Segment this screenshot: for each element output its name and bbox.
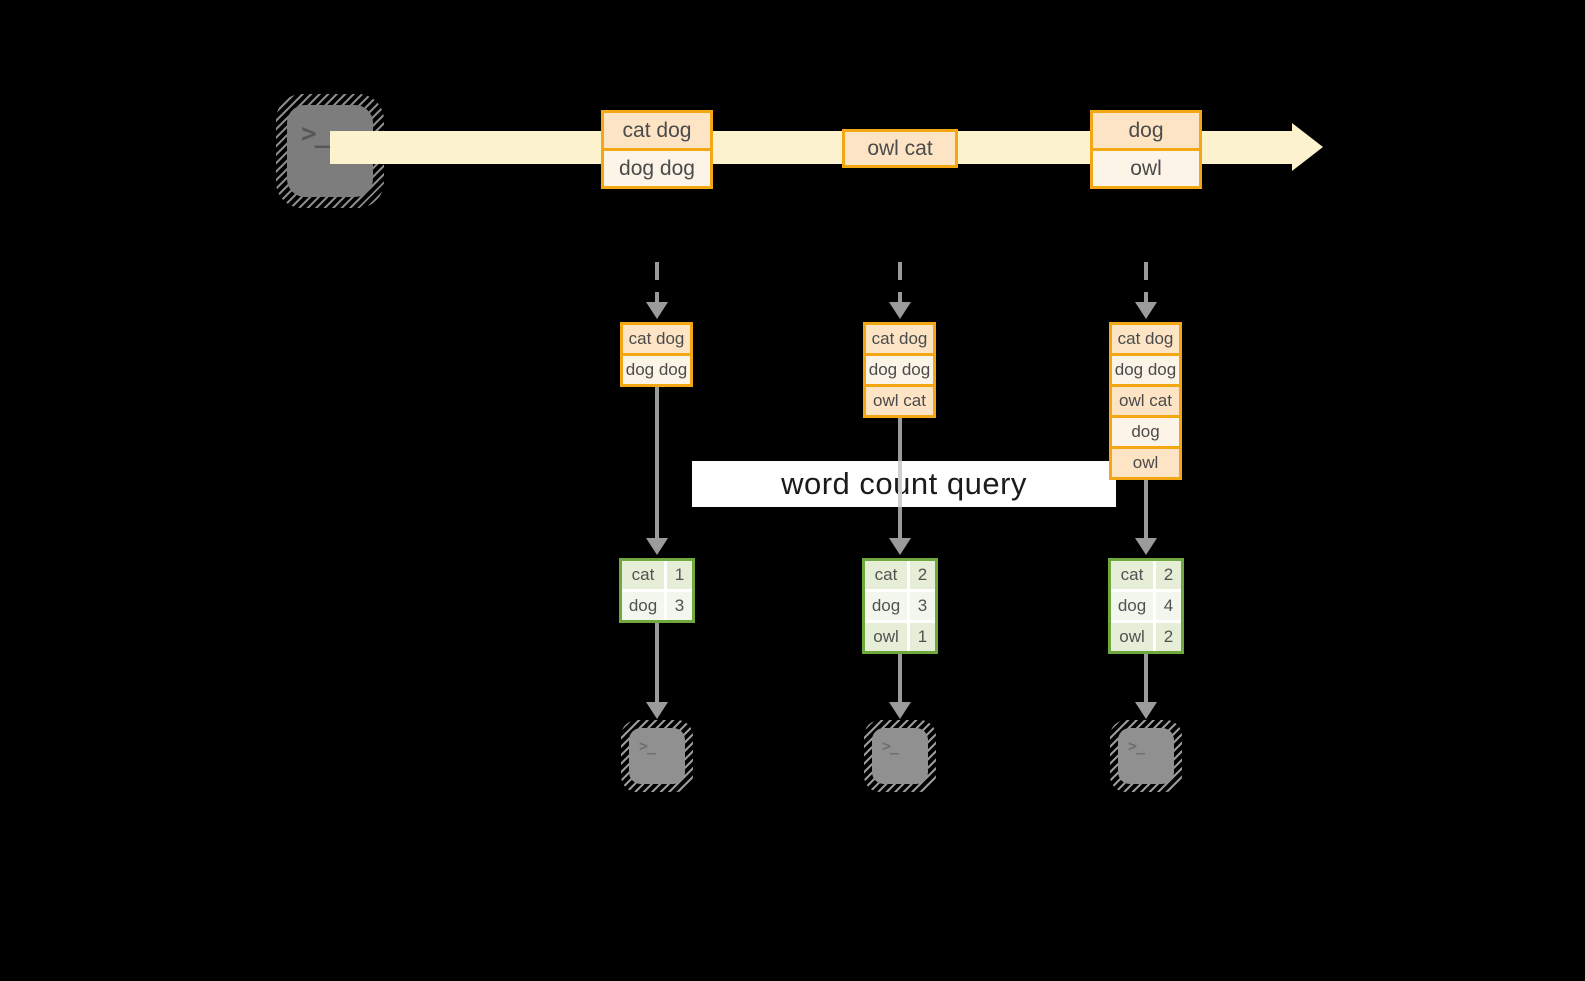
sink-arrow-head-icon xyxy=(1135,702,1157,719)
result-word: cat xyxy=(865,561,907,589)
result-word: cat xyxy=(622,561,664,589)
window-line: dog dog xyxy=(866,353,933,384)
sink-arrow-line xyxy=(1144,654,1148,702)
query-arrow-line xyxy=(1144,480,1148,538)
sink-terminal-icon-3: >_ xyxy=(1110,720,1182,792)
query-label-box: word count query xyxy=(692,461,1116,507)
result-count: 4 xyxy=(1156,592,1181,620)
sink-terminal-icon-1: >_ xyxy=(621,720,693,792)
event-box-1: cat dog dog dog xyxy=(601,110,713,189)
window-line: owl xyxy=(1112,446,1179,477)
result-word: dog xyxy=(865,592,907,620)
window-line: dog xyxy=(1112,415,1179,446)
input-window-2: cat dog dog dog owl cat xyxy=(863,322,936,418)
query-arrow-head-icon xyxy=(1135,538,1157,555)
terminal-prompt-glyph: >_ xyxy=(1128,737,1145,755)
dashed-arrow-line xyxy=(655,262,659,302)
arrow-through-label xyxy=(898,461,902,507)
event-box-2: owl cat xyxy=(842,129,958,168)
result-count: 1 xyxy=(667,561,692,589)
result-table-1: cat 1 dog 3 xyxy=(619,558,695,623)
result-count: 3 xyxy=(910,592,935,620)
window-line: cat dog xyxy=(1112,325,1179,353)
result-word: dog xyxy=(622,592,664,620)
sink-arrow-line xyxy=(655,623,659,702)
window-line: cat dog xyxy=(623,325,690,353)
terminal-prompt-glyph: >_ xyxy=(639,737,656,755)
result-word: dog xyxy=(1111,592,1153,620)
window-line: cat dog xyxy=(866,325,933,353)
dashed-arrow-line xyxy=(898,262,902,302)
event-line: owl cat xyxy=(845,132,955,165)
event-line: dog dog xyxy=(604,148,710,186)
query-arrow-line xyxy=(655,387,659,538)
window-line: owl cat xyxy=(866,384,933,415)
query-arrow-head-icon xyxy=(646,538,668,555)
result-count: 1 xyxy=(910,623,935,651)
result-table-3: cat 2 dog 4 owl 2 xyxy=(1108,558,1184,654)
terminal-prompt-glyph: >_ xyxy=(301,119,330,149)
sink-arrow-head-icon xyxy=(646,702,668,719)
query-label: word count query xyxy=(781,466,1027,501)
input-window-3: cat dog dog dog owl cat dog owl xyxy=(1109,322,1182,480)
result-table-2: cat 2 dog 3 owl 1 xyxy=(862,558,938,654)
event-line: dog xyxy=(1093,113,1199,148)
input-window-1: cat dog dog dog xyxy=(620,322,693,387)
sink-arrow-line xyxy=(898,654,902,702)
terminal-body: >_ xyxy=(1118,728,1174,784)
result-count: 3 xyxy=(667,592,692,620)
result-word: cat xyxy=(1111,561,1153,589)
dashed-arrow-head-icon xyxy=(646,302,668,319)
sink-terminal-icon-2: >_ xyxy=(864,720,936,792)
stream-arrowhead-icon xyxy=(1292,123,1323,171)
sink-arrow-head-icon xyxy=(889,702,911,719)
event-line: owl xyxy=(1093,148,1199,186)
event-line: cat dog xyxy=(604,113,710,148)
result-word: owl xyxy=(865,623,907,651)
event-box-3: dog owl xyxy=(1090,110,1202,189)
terminal-prompt-glyph: >_ xyxy=(882,737,899,755)
dashed-arrow-head-icon xyxy=(889,302,911,319)
window-line: dog dog xyxy=(1112,353,1179,384)
window-line: dog dog xyxy=(623,353,690,384)
dashed-arrow-head-icon xyxy=(1135,302,1157,319)
result-word: owl xyxy=(1111,623,1153,651)
result-count: 2 xyxy=(910,561,935,589)
dashed-arrow-line xyxy=(1144,262,1148,302)
query-arrow-head-icon xyxy=(889,538,911,555)
result-count: 2 xyxy=(1156,561,1181,589)
terminal-body: >_ xyxy=(629,728,685,784)
terminal-body: >_ xyxy=(872,728,928,784)
result-count: 2 xyxy=(1156,623,1181,651)
window-line: owl cat xyxy=(1112,384,1179,415)
